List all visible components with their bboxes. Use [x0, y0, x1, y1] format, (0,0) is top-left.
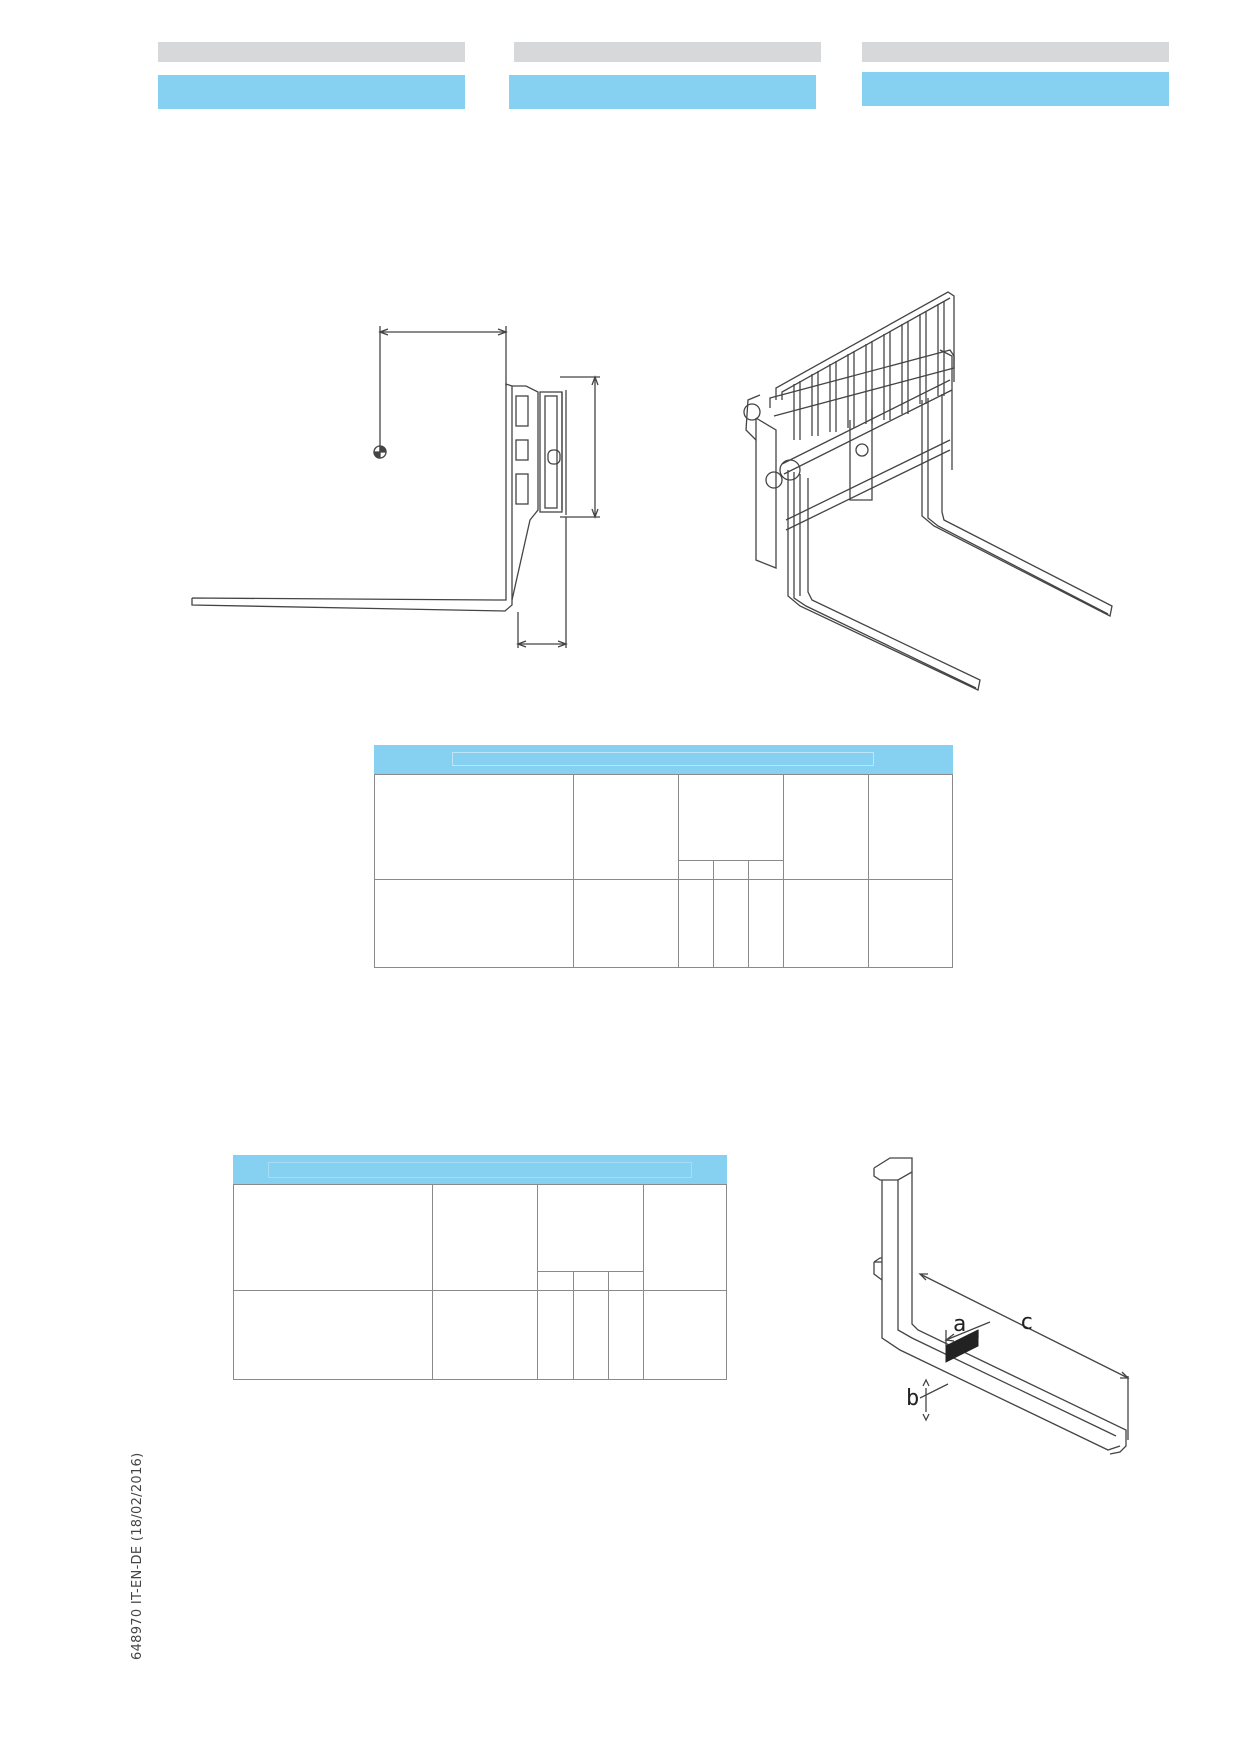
table-1-cell: [783, 879, 869, 968]
table-1-cell: [713, 879, 749, 968]
table-1-cell: [374, 774, 574, 880]
dimension-label-a: a: [953, 1312, 967, 1337]
table-1-cell: [868, 774, 953, 880]
table-1-header: [374, 745, 953, 774]
table-2-cell: [432, 1184, 538, 1291]
dimension-label-b: b: [906, 1386, 920, 1411]
table-1-cell: [678, 774, 784, 861]
table-1-cell: [374, 879, 574, 968]
header-blue-bar-3: [862, 72, 1169, 106]
table-2-cell: [233, 1184, 433, 1291]
table-2-cell: [643, 1184, 727, 1291]
table-2-header: [233, 1155, 727, 1185]
header-gray-bar-3: [862, 42, 1169, 62]
table-1-cell: [713, 860, 749, 880]
header-gray-bar-1: [158, 42, 465, 62]
table-1-cell: [573, 774, 679, 880]
table-2-cell: [608, 1290, 644, 1380]
table-2-cell: [573, 1290, 609, 1380]
table-1-cell: [678, 860, 714, 880]
document-code: 648970 IT-EN-DE (18/02/2016): [130, 1452, 145, 1661]
dimension-label-c: c: [1020, 1310, 1034, 1335]
table-2-cell: [537, 1290, 574, 1380]
table-1-cell: [748, 879, 784, 968]
header-blue-bar-2: [509, 75, 816, 109]
table-2-cell: [608, 1271, 644, 1291]
table-1-cell: [573, 879, 679, 968]
header-blue-bar-1: [158, 75, 465, 109]
table-2-cell: [643, 1290, 727, 1380]
table-1-cell: [783, 774, 869, 880]
header-gray-bar-2: [514, 42, 821, 62]
table-2-cell: [537, 1184, 644, 1272]
table-1-cell: [748, 860, 784, 880]
table-1-cell: [678, 879, 714, 968]
table-2-cell: [432, 1290, 538, 1380]
table-2-header-inner: [268, 1162, 692, 1178]
table-1-cell: [868, 879, 953, 968]
table-2-cell: [573, 1271, 609, 1291]
table-2-cell: [233, 1290, 433, 1380]
table-2-cell: [537, 1271, 574, 1291]
table-1-header-inner: [452, 752, 874, 766]
